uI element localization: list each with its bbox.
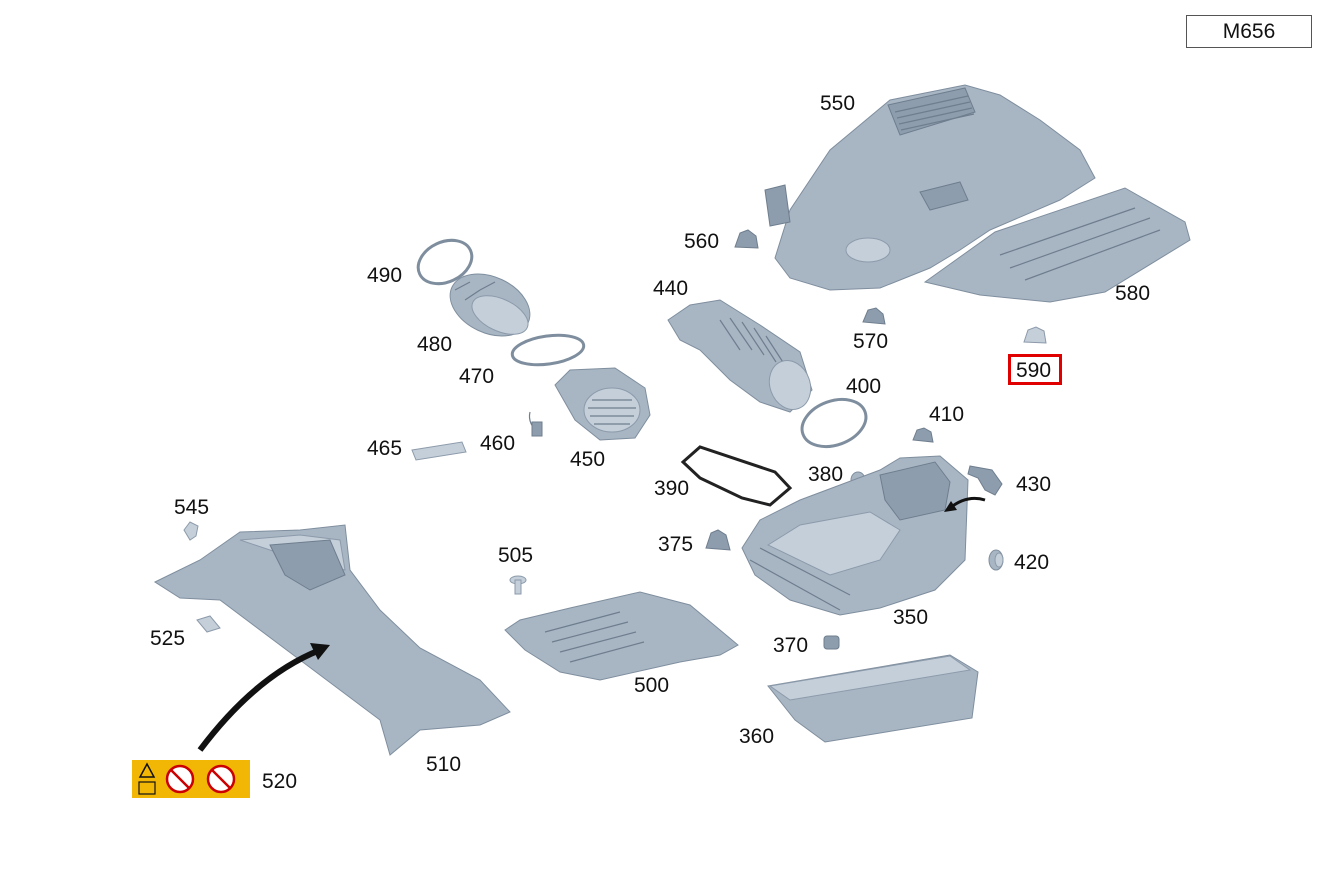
part-460-sensor[interactable] [528,411,543,437]
part-350-filter-housing[interactable] [741,455,969,616]
part-400-seal-ring[interactable] [795,391,872,455]
label-580[interactable]: 580 [1115,282,1150,305]
arrow-520 [197,643,330,752]
label-525[interactable]: 525 [150,627,185,650]
part-590-grommet[interactable] [1023,326,1047,344]
part-500-duct[interactable] [504,591,739,681]
part-490-clamp[interactable] [411,232,479,292]
part-360-filter-element[interactable] [767,654,979,743]
label-500[interactable]: 500 [634,674,669,697]
part-550-engine-cover[interactable] [764,84,1096,291]
part-470-clamp[interactable] [510,331,586,369]
part-465-label[interactable] [411,441,467,461]
part-390-gasket[interactable] [680,445,793,507]
part-510-panel[interactable] [153,524,511,756]
label-470[interactable]: 470 [459,365,494,388]
part-440-intake-duct[interactable] [667,299,817,415]
label-350[interactable]: 350 [893,606,928,629]
label-550[interactable]: 550 [820,92,855,115]
label-360[interactable]: 360 [739,725,774,748]
part-375-grommet[interactable] [705,529,731,551]
part-580-side-cover[interactable] [923,187,1191,303]
label-545[interactable]: 545 [174,496,209,519]
part-560-grommet[interactable] [734,229,759,249]
label-490[interactable]: 490 [367,264,402,287]
label-380[interactable]: 380 [808,463,843,486]
label-505[interactable]: 505 [498,544,533,567]
warning-triangle-icon [138,762,156,778]
label-400[interactable]: 400 [846,375,881,398]
part-480-bellows[interactable] [440,262,540,348]
part-430-sensor[interactable] [967,465,1003,496]
part-545-clip[interactable] [183,521,199,541]
part-450-housing[interactable] [554,367,651,441]
part-525-tag[interactable] [196,615,221,633]
part-420-seal[interactable] [988,549,1004,571]
label-420[interactable]: 420 [1014,551,1049,574]
engine-code-box: M656 [1186,15,1312,48]
label-590[interactable]: 590 [1016,359,1051,382]
label-570[interactable]: 570 [853,330,888,353]
part-505-screw[interactable] [509,575,527,595]
part-520-warning-label[interactable] [132,760,250,798]
label-375[interactable]: 375 [658,533,693,556]
manual-icon [138,781,156,795]
label-460[interactable]: 460 [480,432,515,455]
label-520[interactable]: 520 [262,770,297,793]
label-510[interactable]: 510 [426,753,461,776]
engine-code: M656 [1222,19,1276,43]
label-560[interactable]: 560 [684,230,719,253]
label-450[interactable]: 450 [570,448,605,471]
label-440[interactable]: 440 [653,277,688,300]
label-410[interactable]: 410 [929,403,964,426]
label-390[interactable]: 390 [654,477,689,500]
label-370[interactable]: 370 [773,634,808,657]
label-430[interactable]: 430 [1016,473,1051,496]
highlight-box-590[interactable] [1008,354,1062,385]
arrow-430 [944,496,986,512]
part-370-grommet[interactable] [823,635,840,650]
label-480[interactable]: 480 [417,333,452,356]
part-570-grommet[interactable] [862,307,886,325]
part-410-grommet[interactable] [912,427,934,443]
label-465[interactable]: 465 [367,437,402,460]
